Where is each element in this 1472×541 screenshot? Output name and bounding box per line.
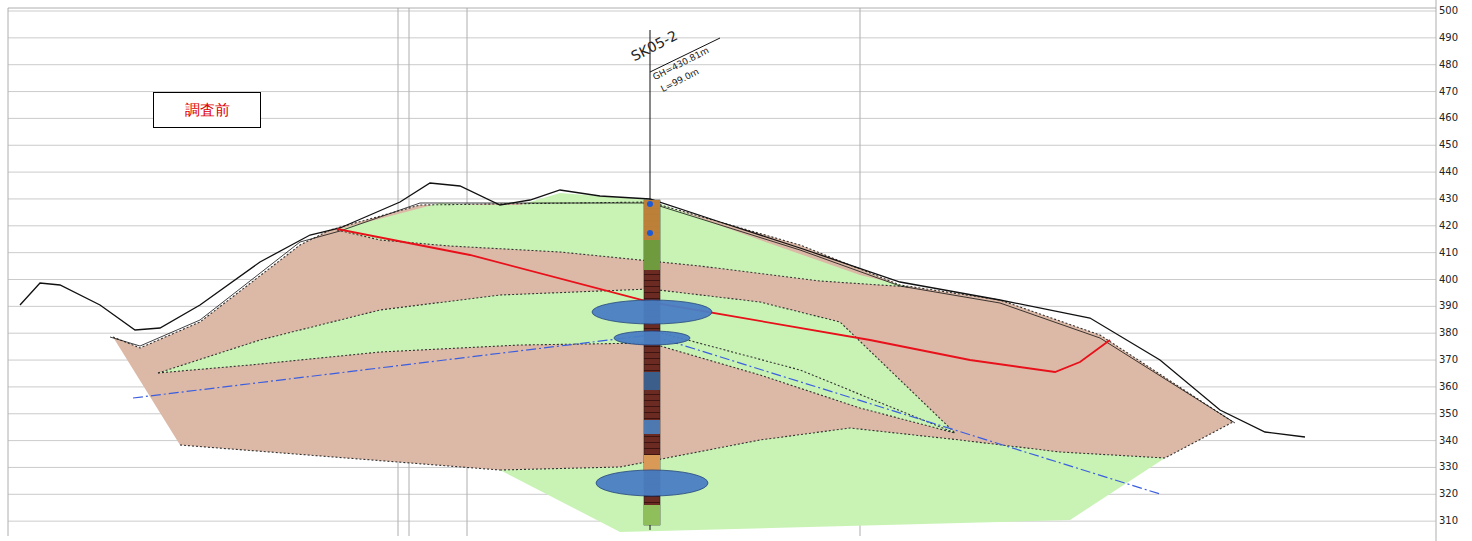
elevation-tick: 430 xyxy=(1439,193,1458,205)
elevation-tick: 500 xyxy=(1439,5,1458,17)
elevation-tick: 440 xyxy=(1439,166,1458,178)
elevation-tick: 470 xyxy=(1439,86,1458,98)
grid xyxy=(8,0,1436,541)
borehole-log xyxy=(644,372,660,390)
elevation-tick: 350 xyxy=(1439,408,1458,420)
elevation-tick: 310 xyxy=(1439,515,1458,527)
status-box: 調査前 xyxy=(153,92,261,128)
status-label: 調査前 xyxy=(185,101,230,120)
elevation-tick: 450 xyxy=(1439,139,1458,151)
elevation-tick: 490 xyxy=(1439,32,1458,44)
borehole-log xyxy=(644,240,660,270)
lower-layer xyxy=(500,428,1165,532)
elevation-tick: 400 xyxy=(1439,274,1458,286)
borehole-name: SK05-2 xyxy=(628,27,680,65)
elevation-tick: 330 xyxy=(1439,461,1458,473)
borehole-log xyxy=(644,420,660,434)
elevation-tick: 340 xyxy=(1439,435,1458,447)
ground-surface xyxy=(110,203,1235,423)
upper-layer xyxy=(337,193,910,287)
elevation-tick: 410 xyxy=(1439,247,1458,259)
zone-ellipse xyxy=(614,331,690,345)
borehole-log xyxy=(644,505,660,525)
zone-ellipse xyxy=(596,470,708,496)
elevation-tick: 360 xyxy=(1439,381,1458,393)
water-mark xyxy=(647,201,653,207)
water-mark xyxy=(647,230,653,236)
middle-lens xyxy=(158,289,955,433)
layer-boundary xyxy=(113,202,1233,470)
elevation-tick: 380 xyxy=(1439,327,1458,339)
elevation-tick: 390 xyxy=(1439,300,1458,312)
zone-ellipse xyxy=(592,300,712,324)
borehole-log xyxy=(644,200,660,240)
strata xyxy=(20,30,1305,532)
elevation-grid xyxy=(8,11,1436,521)
elevation-tick: 460 xyxy=(1439,112,1458,124)
borehole-log xyxy=(644,455,660,471)
elevation-tick: 370 xyxy=(1439,354,1458,366)
ground-surface xyxy=(20,183,1305,437)
elevation-tick: 480 xyxy=(1439,59,1458,71)
slip-surface xyxy=(337,229,1110,372)
elevation-tick: 420 xyxy=(1439,220,1458,232)
elevation-tick: 320 xyxy=(1439,488,1458,500)
